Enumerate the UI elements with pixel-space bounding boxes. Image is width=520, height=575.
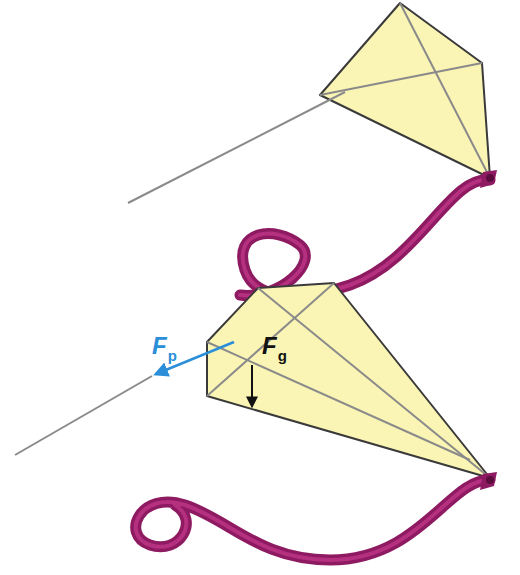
force-symbol: F [262,334,277,358]
kite-bottom [15,283,497,560]
force-subscript: p [168,348,177,363]
force-subscript: g [278,348,287,363]
kite-top [128,3,497,296]
force-symbol: F [152,334,167,358]
